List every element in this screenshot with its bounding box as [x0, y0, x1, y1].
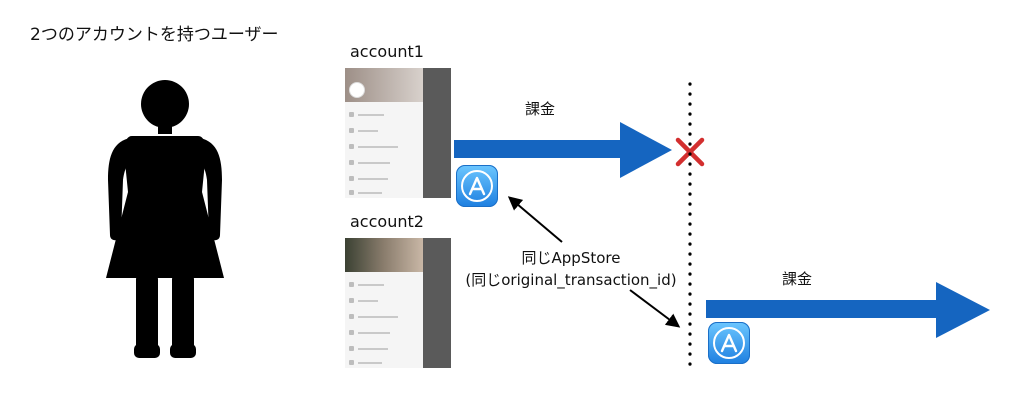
account2-label: account2 — [350, 212, 424, 231]
app-store-icon — [456, 165, 498, 207]
cross-icon — [675, 137, 705, 167]
charge-label-1: 課金 — [525, 100, 556, 118]
page-title: 2つのアカウントを持つユーザー — [30, 25, 279, 45]
account1-screenshot — [345, 68, 451, 198]
annotation-line2: (同じoriginal_transaction_id) — [465, 271, 677, 289]
annotation-line1: 同じAppStore — [521, 249, 621, 267]
arrow-right-icon-2 — [706, 282, 990, 338]
annotation-text: 同じAppStore (同じoriginal_transaction_id) — [456, 247, 686, 291]
arrow-right-icon — [454, 122, 672, 178]
account1-label: account1 — [350, 42, 424, 61]
charge-label-2: 課金 — [782, 270, 813, 288]
person-icon — [106, 80, 224, 358]
app-store-icon — [708, 322, 750, 364]
annotation-arrows — [507, 196, 681, 328]
dotted-divider — [688, 82, 692, 368]
account2-screenshot — [345, 238, 451, 368]
